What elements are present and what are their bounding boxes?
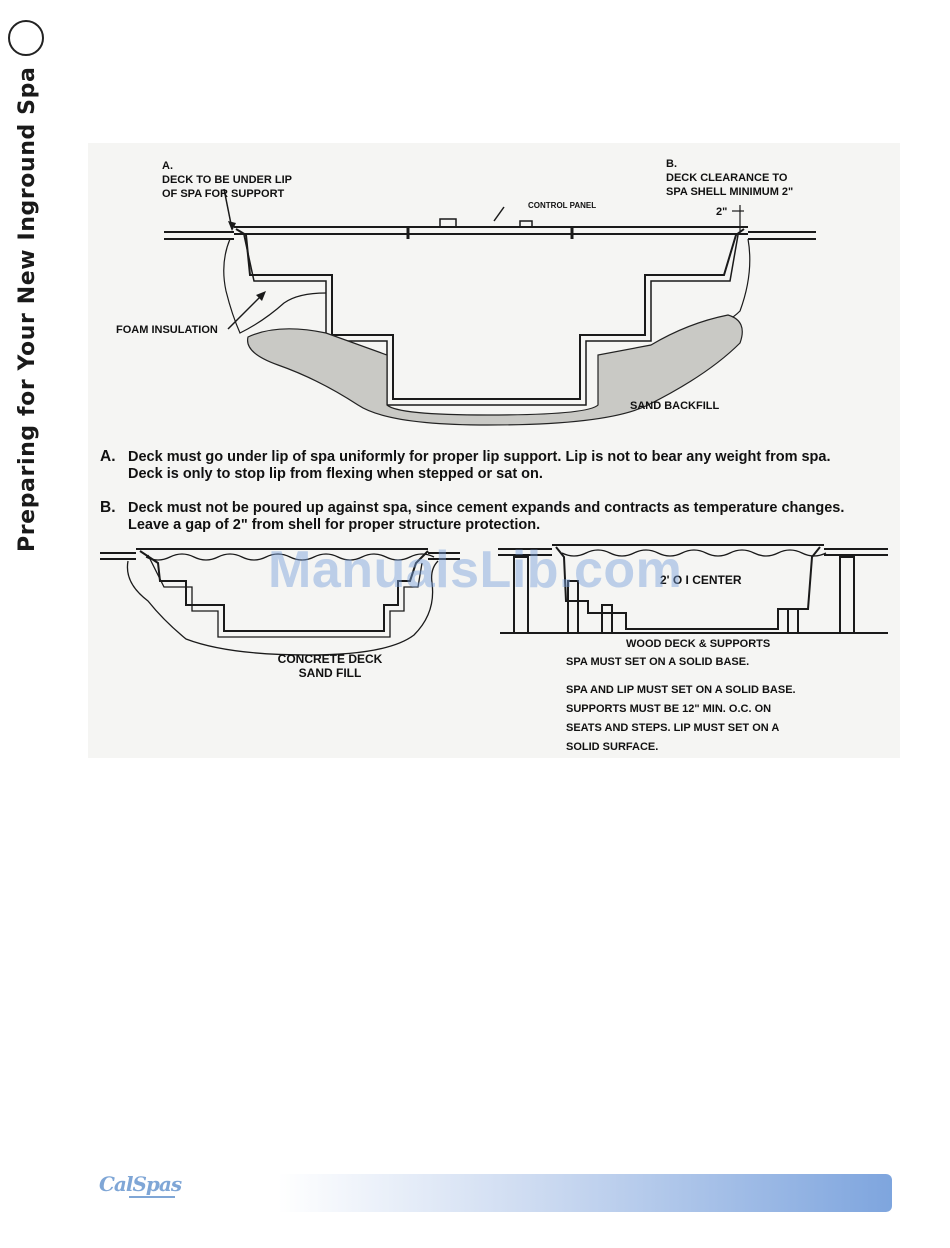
label-center-spacing: 2' O I CENTER [660,573,742,587]
calspas-logo: CalSpas [99,1172,182,1198]
note-b: B. Deck must not be poured up against spa… [100,499,900,534]
caption-support-requirements: SPA AND LIP MUST SET ON A SOLID BASE. SU… [566,684,796,753]
footer-gradient-bar [278,1174,892,1212]
installation-figure: A. DECK TO BE UNDER LIP OF SPA FOR SUPPO… [88,143,900,758]
concrete-deck-diagram [100,548,460,656]
caption-solid-base: SPA MUST SET ON A SOLID BASE. [566,656,750,668]
note-b-letter: B. [100,499,116,516]
note-a-line2: Deck is only to stop lip from flexing wh… [128,466,543,482]
watermark: ManualsLib.com [268,541,683,599]
label-foam-insulation: FOAM INSULATION [116,324,218,336]
note-a: A. Deck must go under lip of spa uniforml… [100,448,900,483]
note-b-line2: Leave a gap of 2" from shell for proper … [128,517,541,533]
note-a-letter: A. [100,448,116,465]
sand-backfill [246,314,743,426]
label-sand-backfill: SAND BACKFILL [630,400,720,412]
caption-concrete-deck: CONCRETE DECK SAND FILL [277,652,383,680]
page-number-circle [8,20,44,56]
label-deck-under-lip: A. DECK TO BE UNDER LIP OF SPA FOR SUPPO… [162,160,292,200]
label-deck-clearance: B. DECK CLEARANCE TO SPA SHELL MINIMUM 2… [666,158,794,198]
logo-underline [129,1196,175,1198]
label-control-panel: CONTROL PANEL [528,201,597,210]
label-gap-dimension: 2" [716,206,728,218]
top-spa-diagram [164,188,816,406]
note-a-line1: Deck must go under lip of spa uniformly … [128,449,831,465]
spa-diagrams [100,188,888,656]
sidebar-title: Preparing for Your New Inground Spa [15,66,40,552]
logo-text: CalSpas [99,1172,182,1196]
caption-wood-deck: WOOD DECK & SUPPORTS [626,638,771,650]
wood-deck-diagram [498,544,888,634]
note-b-line1: Deck must not be poured up against spa, … [128,500,845,516]
